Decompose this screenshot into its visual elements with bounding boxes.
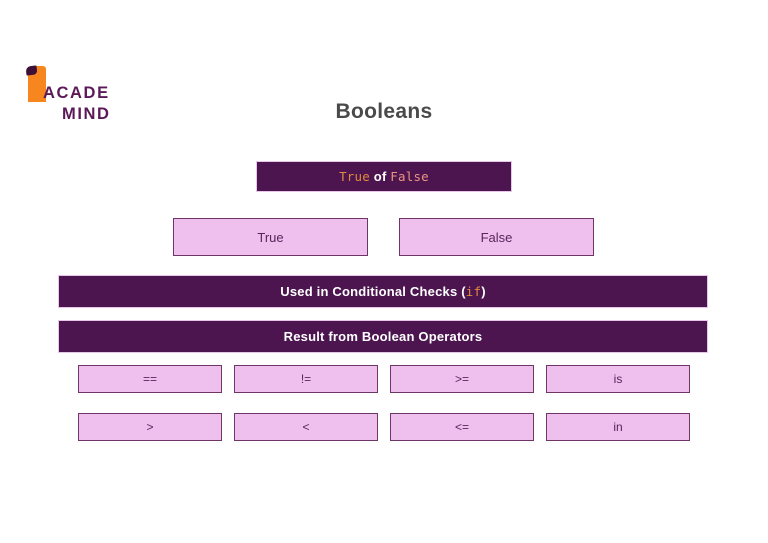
operator-box-not-equals[interactable]: != <box>234 365 378 393</box>
headline-bar-true-or-false: True of False <box>256 161 512 192</box>
headline-word-of: of <box>373 169 387 184</box>
operator-label: is <box>613 372 623 386</box>
value-box-false[interactable]: False <box>399 218 594 256</box>
operator-box-greater-equals[interactable]: >= <box>390 365 534 393</box>
conditional-checks-bar: Used in Conditional Checks ( if ) <box>58 275 708 308</box>
conditional-bar-text: Used in Conditional Checks ( <box>280 284 466 299</box>
value-box-true[interactable]: True <box>173 218 368 256</box>
academind-logo: ACADE MIND <box>22 65 142 128</box>
value-box-false-label: False <box>480 229 513 245</box>
page-title: Booleans <box>335 100 433 123</box>
operator-label: >= <box>454 372 469 386</box>
operator-box-greater-than[interactable]: > <box>78 413 222 441</box>
operator-label: < <box>302 420 310 434</box>
headline-keyword-false: False <box>390 169 429 184</box>
headline-keyword-true: True <box>339 169 370 184</box>
academind-flag-icon <box>25 65 48 102</box>
operator-label: in <box>613 420 623 434</box>
operator-box-less-than[interactable]: < <box>234 413 378 441</box>
logo-text-mind: MIND <box>62 105 111 123</box>
operator-box-equals[interactable]: == <box>78 365 222 393</box>
operator-box-is[interactable]: is <box>546 365 690 393</box>
operator-label: > <box>146 420 154 434</box>
value-box-true-label: True <box>257 229 284 245</box>
operator-label: != <box>300 372 312 386</box>
boolean-operators-bar-text: Result from Boolean Operators <box>283 329 483 344</box>
operator-label: <= <box>454 420 469 434</box>
logo-flag-shape <box>28 66 46 102</box>
logo-text-acade: ACADE <box>43 84 110 102</box>
conditional-bar-keyword-if: if <box>465 284 482 299</box>
boolean-operators-bar: Result from Boolean Operators <box>58 320 708 353</box>
operator-box-less-equals[interactable]: <= <box>390 413 534 441</box>
operator-box-in[interactable]: in <box>546 413 690 441</box>
conditional-bar-close-paren: ) <box>481 284 486 299</box>
operator-label: == <box>142 372 157 386</box>
